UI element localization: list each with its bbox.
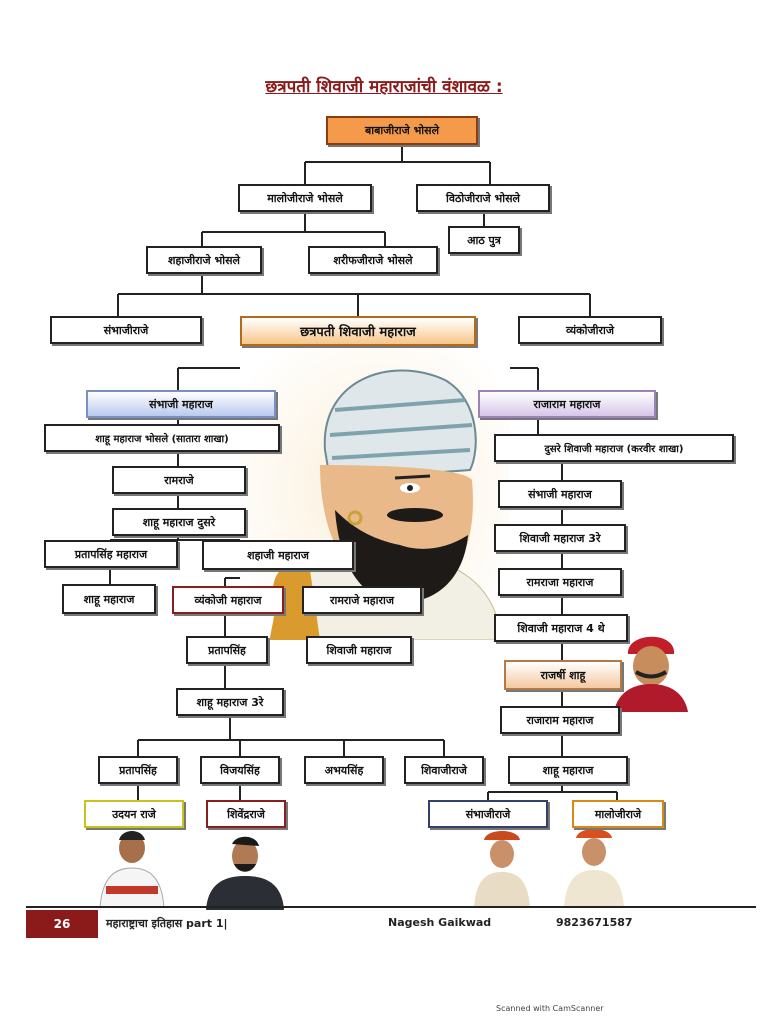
node-aath-putra: आठ पुत्र [448, 226, 520, 254]
shivendraraje-photo-image [206, 836, 284, 910]
node-rajarshi-shahu: राजर्षी शाहू [504, 660, 622, 690]
footer-divider [26, 906, 756, 908]
node-dusre-shivaji-maharaj: दुसरे शिवाजी महाराज (करवीर शाखा) [494, 434, 734, 462]
malojiraje-photo-image [564, 829, 624, 908]
node-shahu-maharaj-satara: शाहू महाराज [62, 584, 156, 614]
node-ramraje-maharaj: रामराजे महाराज [302, 586, 422, 614]
node-vyankojiraje: व्यंकोजीराजे [518, 316, 662, 344]
footer-phone: 9823671587 [556, 916, 633, 929]
node-chhatrapati-shivaji-maharaj: छत्रपती शिवाजी महाराज [240, 316, 476, 346]
footer-page-number: 26 [26, 910, 98, 938]
rajarshi-shahu-portrait-image [614, 636, 688, 712]
node-shahu-maharaj-kolhapur: शाहू महाराज [508, 756, 628, 784]
node-sambhaji-maharaj: संभाजी महाराज [86, 390, 276, 418]
node-sambhajiraje-elder: संभाजीराजे [50, 316, 202, 344]
node-shivajiraje: शिवाजीराजे [404, 756, 484, 784]
node-shahajiraje: शहाजीराजे भोसले [146, 246, 262, 274]
node-shivaji-maharaj-3re: शिवाजी महाराज 3रे [494, 524, 626, 552]
node-pratapsinh: प्रतापसिंह [186, 636, 268, 664]
node-pratapsinh-maharaj: प्रतापसिंह महाराज [44, 540, 178, 568]
node-shahu-maharaj-bhosale: शाहू महाराज भोसले (सातारा शाखा) [44, 424, 280, 452]
node-rajaram-maharaj-kolhapur: राजाराम महाराज [500, 706, 620, 734]
node-vithojiraje: विठोजीराजे भोसले [416, 184, 550, 212]
node-malojiraje-kolhapur: मालोजीराजे [572, 800, 664, 828]
node-malojiraje: मालोजीराजे भोसले [238, 184, 372, 212]
node-sambhaji-maharaj-karveer: संभाजी महाराज [498, 480, 622, 508]
node-shivaji-maharaj-small: शिवाजी महाराज [306, 636, 412, 664]
node-abhaysinh: अभयसिंह [304, 756, 384, 784]
node-ramraje: रामराजे [112, 466, 246, 494]
diagram-title: छत्रपती शिवाजी महाराजांची वंशावळ : [265, 77, 503, 97]
node-pratapsinh-2: प्रतापसिंह [98, 756, 178, 784]
node-ramraja-maharaj: रामराजा महाराज [498, 568, 622, 596]
node-shivaji-maharaj-4the: शिवाजी महाराज 4 थे [494, 614, 628, 642]
scanner-watermark: Scanned with CamScanner [496, 1004, 604, 1013]
node-sharifjiraje: शरीफजीराजे भोसले [308, 246, 438, 274]
udayanraje-photo-image [99, 831, 165, 908]
footer-book-title: महाराष्ट्राचा इतिहास part 1| [106, 917, 228, 930]
node-vijaysinh: विजयसिंह [200, 756, 280, 784]
node-shahaji-maharaj: शहाजी महाराज [202, 540, 354, 570]
node-shahu-maharaj-3re: शाहू महाराज 3रे [176, 688, 284, 716]
footer-author: Nagesh Gaikwad [388, 916, 492, 929]
node-shahu-maharaj-dusre: शाहू महाराज दुसरे [112, 508, 246, 536]
node-vyankoji-maharaj: व्यंकोजी महाराज [172, 586, 284, 614]
sambhajiraje-photo-image [474, 831, 530, 908]
node-rajaram-maharaj: राजाराम महाराज [478, 390, 656, 418]
node-sambhajiraje-kolhapur: संभाजीराजे [428, 800, 548, 828]
node-shivendraraje: शिवेंद्रराजे [206, 800, 286, 828]
node-babajiraje: बाबाजीराजे भोसले [326, 116, 478, 145]
node-udayanraje: उदयन राजे [84, 800, 184, 828]
